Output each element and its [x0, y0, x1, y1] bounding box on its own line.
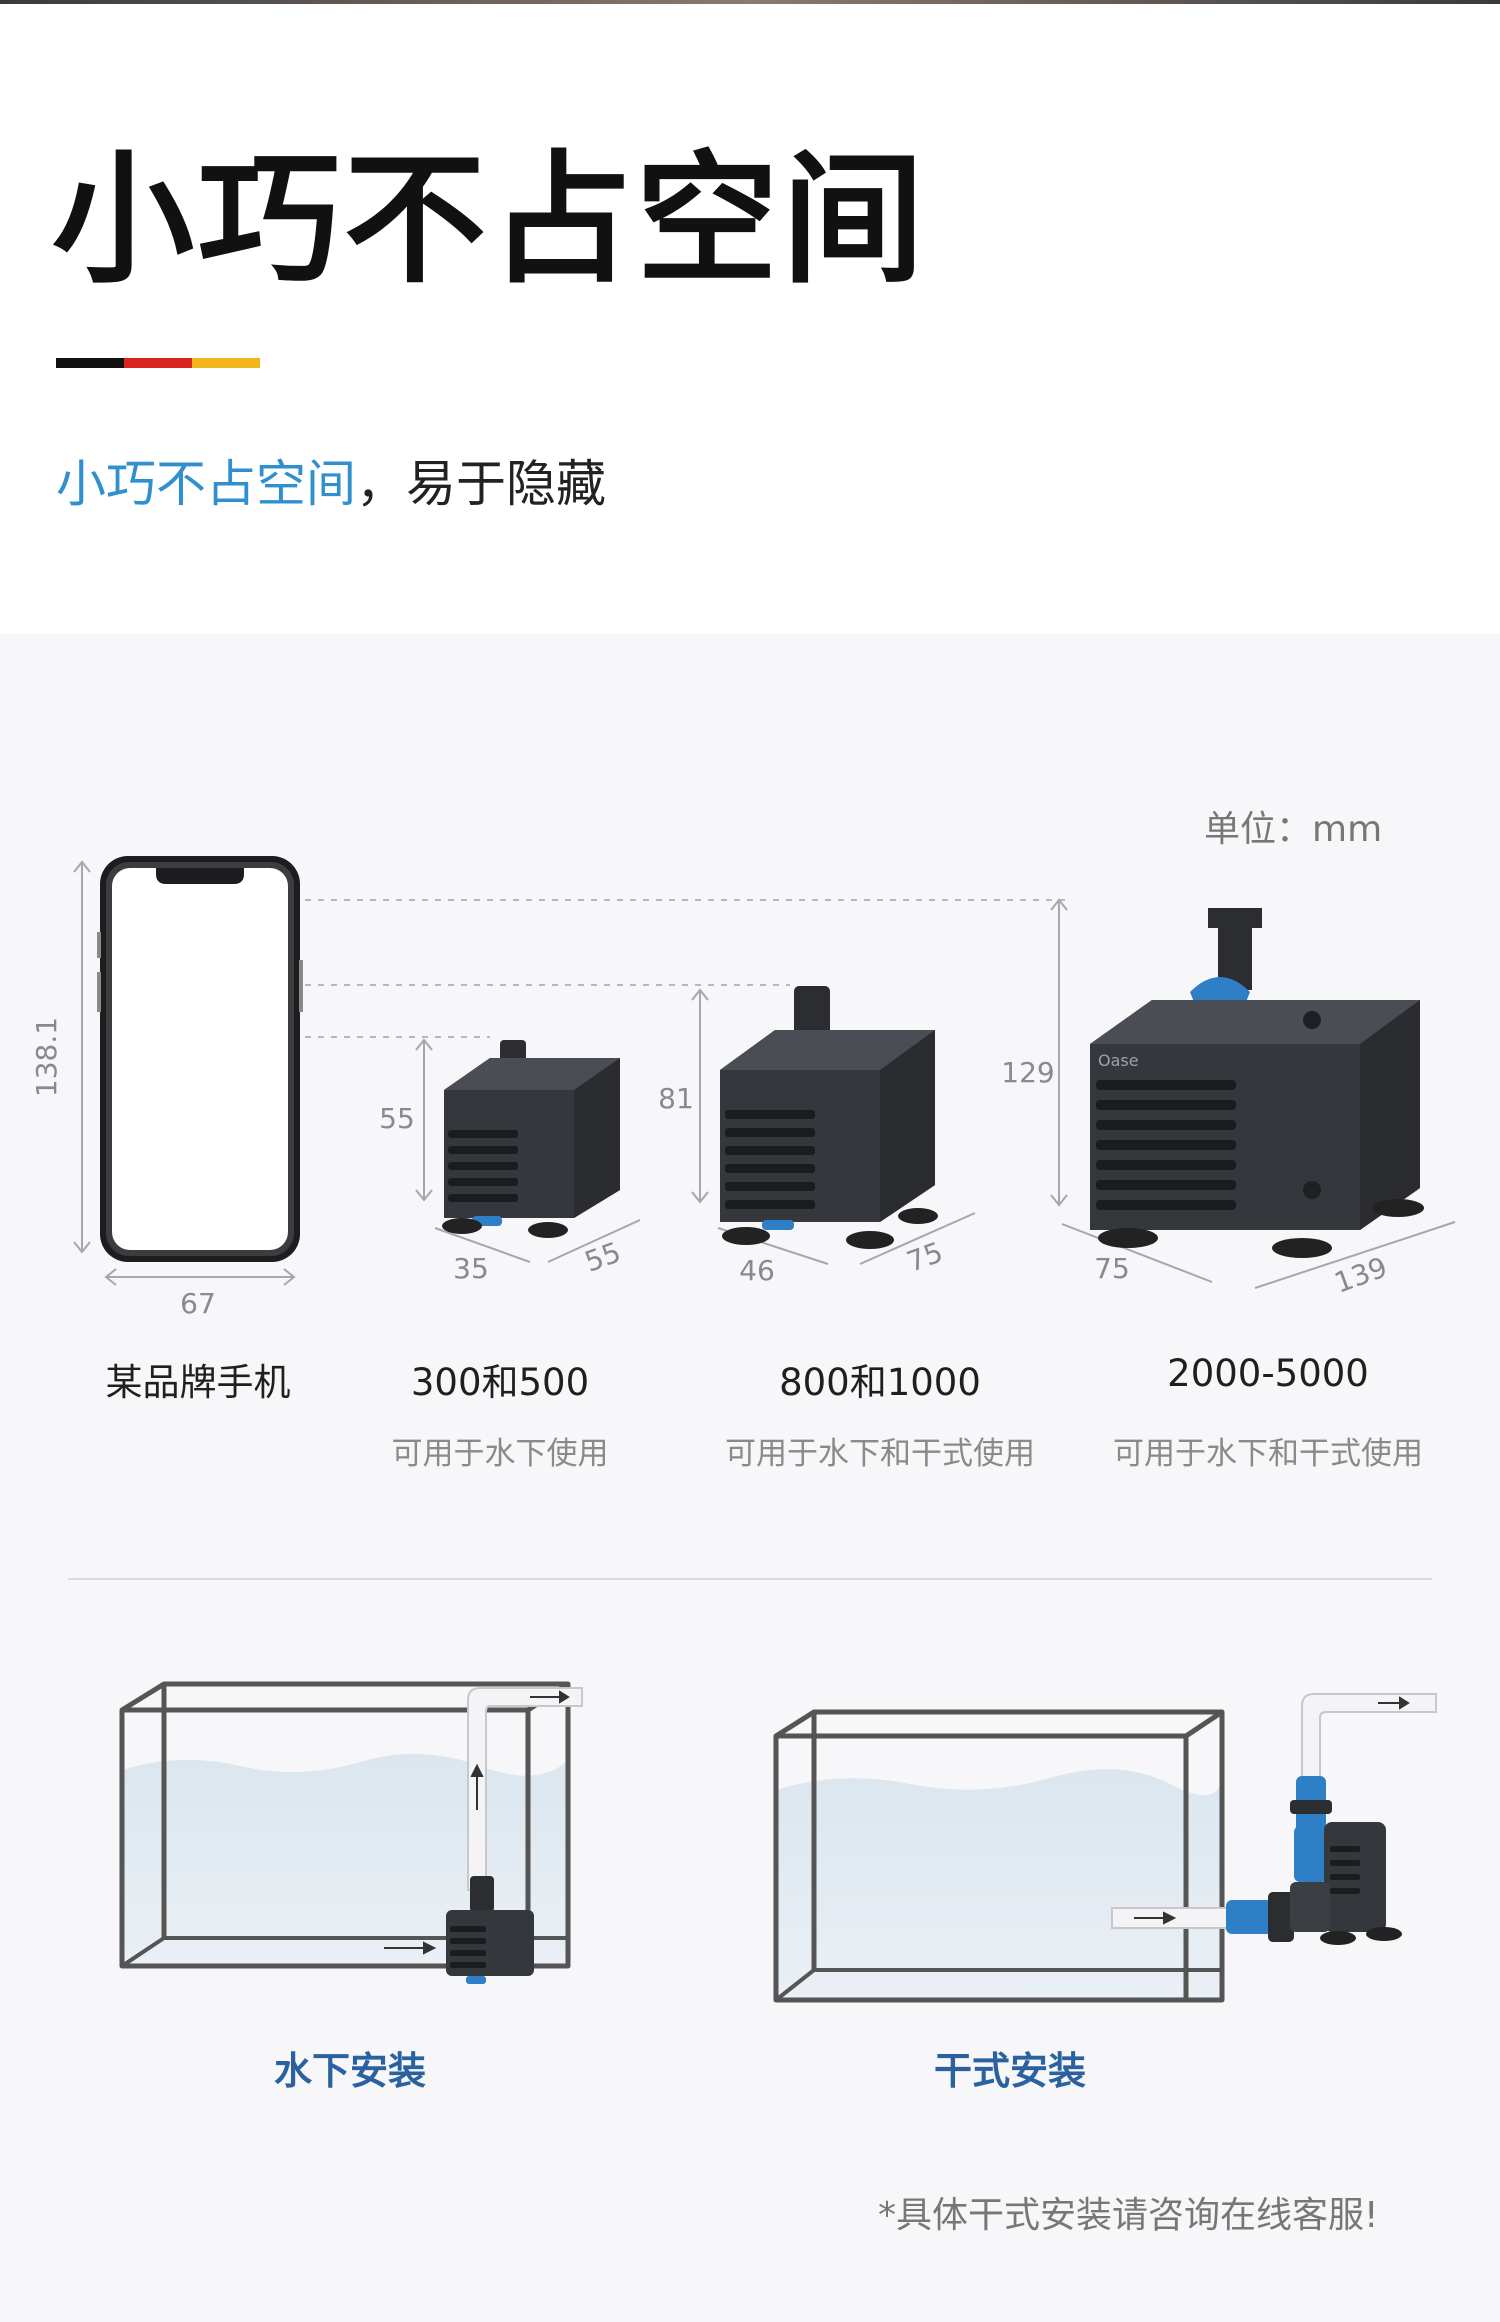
page-title: 小巧不占空间 [52, 138, 928, 303]
dim-small-width: 55 [580, 1235, 625, 1278]
tank-dry [773, 1693, 1437, 2003]
flag-red-stripe [124, 358, 192, 368]
dimension-lines [73, 860, 1456, 1289]
phone-icon [97, 856, 303, 1262]
dim-large-depth: 75 [1094, 1252, 1130, 1285]
product-note-2000-5000: 可用于水下和干式使用 [1113, 1436, 1423, 1472]
footnote: *具体干式安装请咨询在线客服! [878, 2195, 1379, 2236]
dim-large-width: 139 [1330, 1250, 1392, 1299]
tank-submerged [119, 1681, 583, 1984]
dim-small-height: 55 [379, 1102, 415, 1135]
section-divider [68, 1578, 1432, 1580]
unit-label: 单位：mm [1204, 809, 1383, 850]
product-note-300-500: 可用于水下使用 [391, 1436, 609, 1472]
dim-medium-depth: 46 [739, 1254, 775, 1287]
pump-small-image [442, 1040, 620, 1238]
pump-medium-image [720, 986, 938, 1249]
subtitle: 小巧不占空间，易于隐藏 [56, 444, 606, 516]
product-name-300-500: 300和500 [410, 1361, 590, 1404]
product-name-800-1000: 800和1000 [779, 1361, 981, 1404]
dim-phone-height: 138.1 [30, 1017, 63, 1097]
dim-medium-height: 81 [658, 1082, 694, 1115]
reference-lines [305, 899, 1070, 1038]
product-name-2000-5000: 2000-5000 [1167, 1352, 1369, 1395]
subtitle-highlight: 小巧不占空间 [56, 455, 356, 513]
german-flag-bar [56, 358, 260, 368]
top-accent-line [0, 0, 1500, 4]
pump-large-image: Oase [1090, 908, 1424, 1258]
dry-install-label: 干式安装 [933, 2049, 1086, 2093]
product-note-800-1000: 可用于水下和干式使用 [725, 1436, 1035, 1472]
dim-large-height: 129 [1001, 1056, 1054, 1089]
flag-yellow-stripe [192, 358, 260, 368]
flag-black-stripe [56, 358, 124, 368]
brand-badge: Oase [1098, 1051, 1139, 1070]
submerged-install-label: 水下安装 [273, 2049, 426, 2093]
subtitle-rest: ，易于隐藏 [356, 455, 606, 513]
product-name-phone: 某品牌手机 [105, 1361, 291, 1404]
dim-phone-width: 67 [180, 1287, 216, 1320]
dim-small-depth: 35 [453, 1252, 489, 1285]
